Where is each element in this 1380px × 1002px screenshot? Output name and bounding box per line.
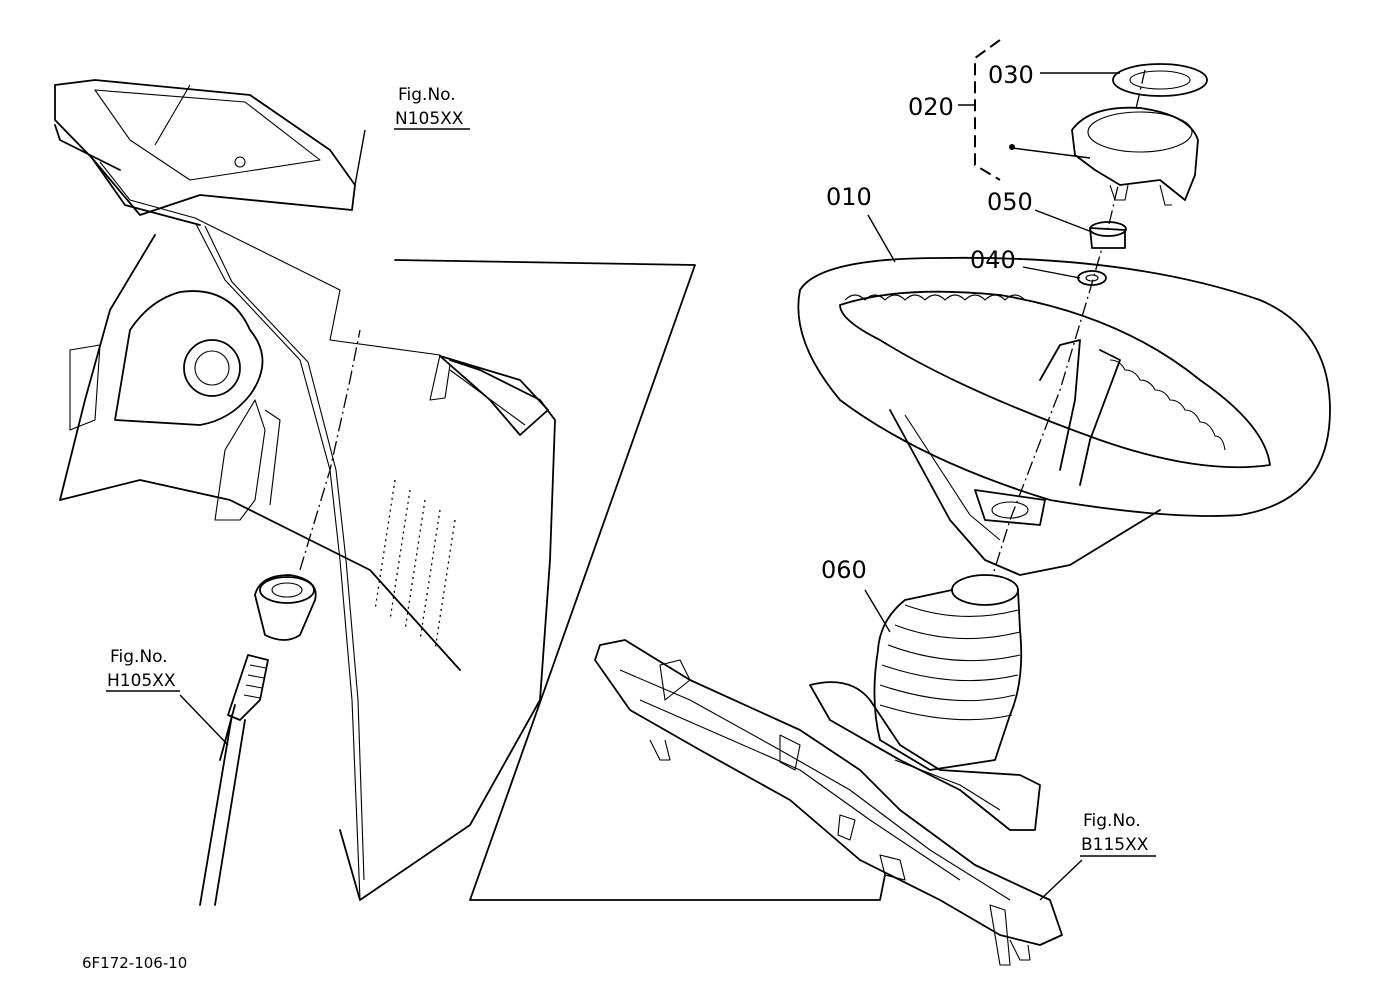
fig-ref-n105-line2: N105XX	[395, 109, 464, 129]
steering-boot-060	[809, 574, 1041, 831]
part-label-030: 030	[988, 61, 1034, 89]
floor-bracket-drawing	[594, 639, 1063, 966]
part-label-060: 060	[821, 556, 867, 584]
fig-ref-h105-line2: H105XX	[107, 671, 176, 691]
fig-ref-b115-line1: Fig.No.	[1083, 811, 1141, 831]
part-label-020: 020	[908, 93, 954, 121]
fig-ref-n105-line1: Fig.No.	[398, 85, 456, 105]
leader-lines	[179, 39, 1120, 901]
horn-cap-assembly	[1071, 63, 1208, 206]
part-label-040: 040	[970, 246, 1016, 274]
part-label-010: 010	[826, 183, 872, 211]
fig-ref-b115-line2: B115XX	[1081, 835, 1149, 855]
fig-ref-h105-line1: Fig.No.	[110, 647, 168, 667]
steering-wheel-drawing	[797, 69, 1331, 601]
nut-050	[1089, 221, 1127, 249]
drawing-number: 6F172-106-10	[82, 954, 187, 972]
dashboard-panel-drawing	[54, 79, 886, 906]
part-label-050: 050	[987, 188, 1033, 216]
